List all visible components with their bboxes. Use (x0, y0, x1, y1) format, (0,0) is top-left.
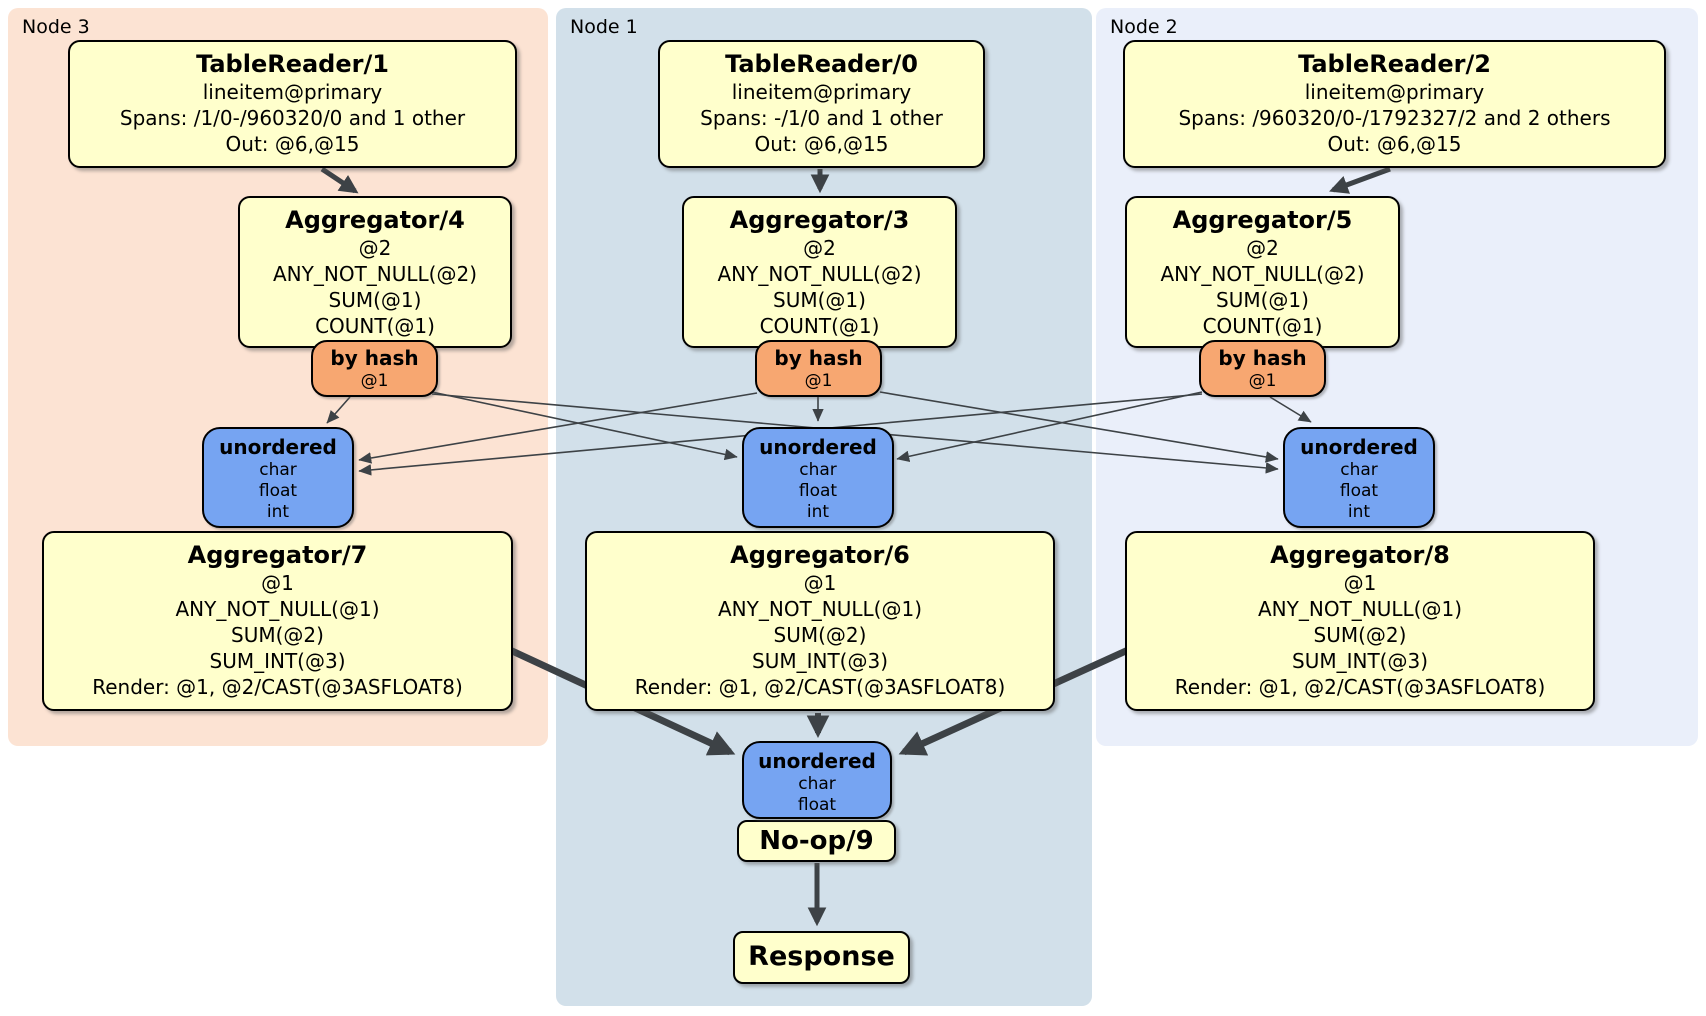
node-line: COUNT(@1) (759, 314, 880, 338)
sync-unordered-node3: unordered char float int (202, 427, 354, 528)
sync-type: int (1347, 502, 1371, 522)
node-title: No-op/9 (759, 826, 874, 856)
node-title: Aggregator/3 (729, 206, 910, 234)
node-line: SUM_INT(@3) (209, 649, 346, 673)
node-line: Out: @6,@15 (754, 132, 889, 156)
node-line: COUNT(@1) (1202, 314, 1323, 338)
node-line: @1 (1343, 571, 1377, 595)
router-by-hash-node1: by hash @1 (755, 340, 882, 397)
node-title: Aggregator/7 (187, 541, 368, 569)
edge-tr1-agg4 (320, 166, 359, 194)
sync-title: unordered (1300, 435, 1418, 459)
node-line: Out: @6,@15 (225, 132, 360, 156)
edge-byhash2-unordered1 (896, 391, 1203, 462)
node-line: lineitem@primary (1304, 80, 1485, 104)
node-line: SUM(@2) (1313, 623, 1407, 647)
node-line: COUNT(@1) (315, 314, 435, 338)
router-by-hash-node2: by hash @1 (1199, 340, 1326, 397)
node-title: Aggregator/5 (1172, 206, 1353, 234)
node-tablereader-2: TableReader/2 lineitem@primary Spans: /9… (1123, 40, 1666, 168)
router-key: @1 (1248, 371, 1277, 391)
edge-byhash3-unordered1 (431, 391, 738, 461)
region-node1-label: Node 1 (570, 16, 638, 38)
node-line: lineitem@primary (731, 80, 912, 104)
node-line: Out: @6,@15 (1327, 132, 1462, 156)
node-line: Spans: /960320/0-/1792327/2 and 2 others (1178, 106, 1611, 130)
node-line: ANY_NOT_NULL(@1) (718, 597, 922, 621)
sync-type: float (797, 795, 837, 815)
node-line: @2 (1246, 236, 1279, 260)
node-aggregator-5: Aggregator/5 @2 ANY_NOT_NULL(@2) SUM(@1)… (1125, 196, 1400, 348)
node-title: Response (748, 941, 895, 972)
edge-byhash3-unordered3 (326, 396, 351, 424)
router-title: by hash (1218, 346, 1307, 370)
sync-type: float (798, 481, 838, 501)
router-key: @1 (360, 371, 389, 391)
node-title: TableReader/2 (1298, 50, 1491, 78)
edge-byhash1-unordered2 (879, 391, 1279, 463)
node-line: ANY_NOT_NULL(@2) (273, 262, 477, 286)
sync-type: char (259, 460, 297, 480)
router-title: by hash (330, 346, 419, 370)
node-line: Render: @1, @2/CAST(@3ASFLOAT8) (1174, 675, 1546, 699)
node-line: SUM(@1) (773, 288, 866, 312)
node-line: SUM(@2) (231, 623, 324, 647)
node-line: ANY_NOT_NULL(@2) (717, 262, 922, 286)
region-node2-label: Node 2 (1110, 16, 1178, 38)
node-line: @2 (803, 236, 836, 260)
node-line: @1 (803, 571, 837, 595)
node-title: TableReader/0 (725, 50, 918, 78)
node-tablereader-0: TableReader/0 lineitem@primary Spans: -/… (658, 40, 985, 168)
node-tablereader-1: TableReader/1 lineitem@primary Spans: /1… (68, 40, 517, 168)
node-line: Render: @1, @2/CAST(@3ASFLOAT8) (634, 675, 1006, 699)
node-line: Render: @1, @2/CAST(@3ASFLOAT8) (92, 675, 463, 699)
node-title: Aggregator/6 (730, 541, 910, 569)
edge-byhash2-unordered2 (1269, 396, 1312, 423)
sync-type: char (798, 774, 836, 794)
node-line: SUM(@2) (773, 623, 867, 647)
node-line: SUM(@1) (1216, 288, 1309, 312)
node-line: ANY_NOT_NULL(@2) (1160, 262, 1365, 286)
sync-title: unordered (219, 435, 337, 459)
node-title: Aggregator/4 (285, 206, 465, 234)
node-aggregator-3: Aggregator/3 @2 ANY_NOT_NULL(@2) SUM(@1)… (682, 196, 957, 348)
node-aggregator-8: Aggregator/8 @1 ANY_NOT_NULL(@1) SUM(@2)… (1125, 531, 1595, 711)
node-line: @1 (261, 571, 294, 595)
node-noop-9: No-op/9 (737, 820, 896, 862)
node-line: ANY_NOT_NULL(@1) (175, 597, 380, 621)
node-line: SUM(@1) (328, 288, 422, 312)
sync-type: float (258, 481, 298, 501)
edge-tr2-agg5 (1329, 166, 1391, 194)
sync-type: float (1339, 481, 1379, 501)
node-aggregator-6: Aggregator/6 @1 ANY_NOT_NULL(@1) SUM(@2)… (585, 531, 1055, 711)
node-line: Spans: /1/0-/960320/0 and 1 other (119, 106, 466, 130)
node-line: lineitem@primary (202, 80, 383, 104)
sync-type: char (1340, 460, 1378, 480)
node-line: @2 (358, 236, 392, 260)
node-line: SUM_INT(@3) (1292, 649, 1428, 673)
router-by-hash-node3: by hash @1 (311, 340, 438, 397)
node-line: SUM_INT(@3) (752, 649, 888, 673)
router-title: by hash (774, 346, 863, 370)
edge-byhash1-unordered3 (358, 392, 758, 464)
node-aggregator-7: Aggregator/7 @1 ANY_NOT_NULL(@1) SUM(@2)… (42, 531, 513, 711)
node-aggregator-4: Aggregator/4 @2 ANY_NOT_NULL(@2) SUM(@1)… (238, 196, 512, 348)
sync-unordered-final: unordered char float (742, 741, 892, 819)
node-title: Aggregator/8 (1270, 541, 1450, 569)
node-line: ANY_NOT_NULL(@1) (1258, 597, 1462, 621)
sync-unordered-node1: unordered char float int (742, 427, 894, 528)
sync-type: int (266, 502, 290, 522)
node-title: TableReader/1 (196, 50, 389, 78)
region-node3-label: Node 3 (22, 16, 90, 38)
sync-type: char (799, 460, 837, 480)
sync-title: unordered (758, 749, 876, 773)
node-response: Response (733, 931, 910, 984)
sync-type: int (806, 502, 830, 522)
sync-unordered-node2: unordered char float int (1283, 427, 1435, 528)
node-line: Spans: -/1/0 and 1 other (700, 106, 943, 130)
sync-title: unordered (759, 435, 877, 459)
router-key: @1 (804, 371, 833, 391)
